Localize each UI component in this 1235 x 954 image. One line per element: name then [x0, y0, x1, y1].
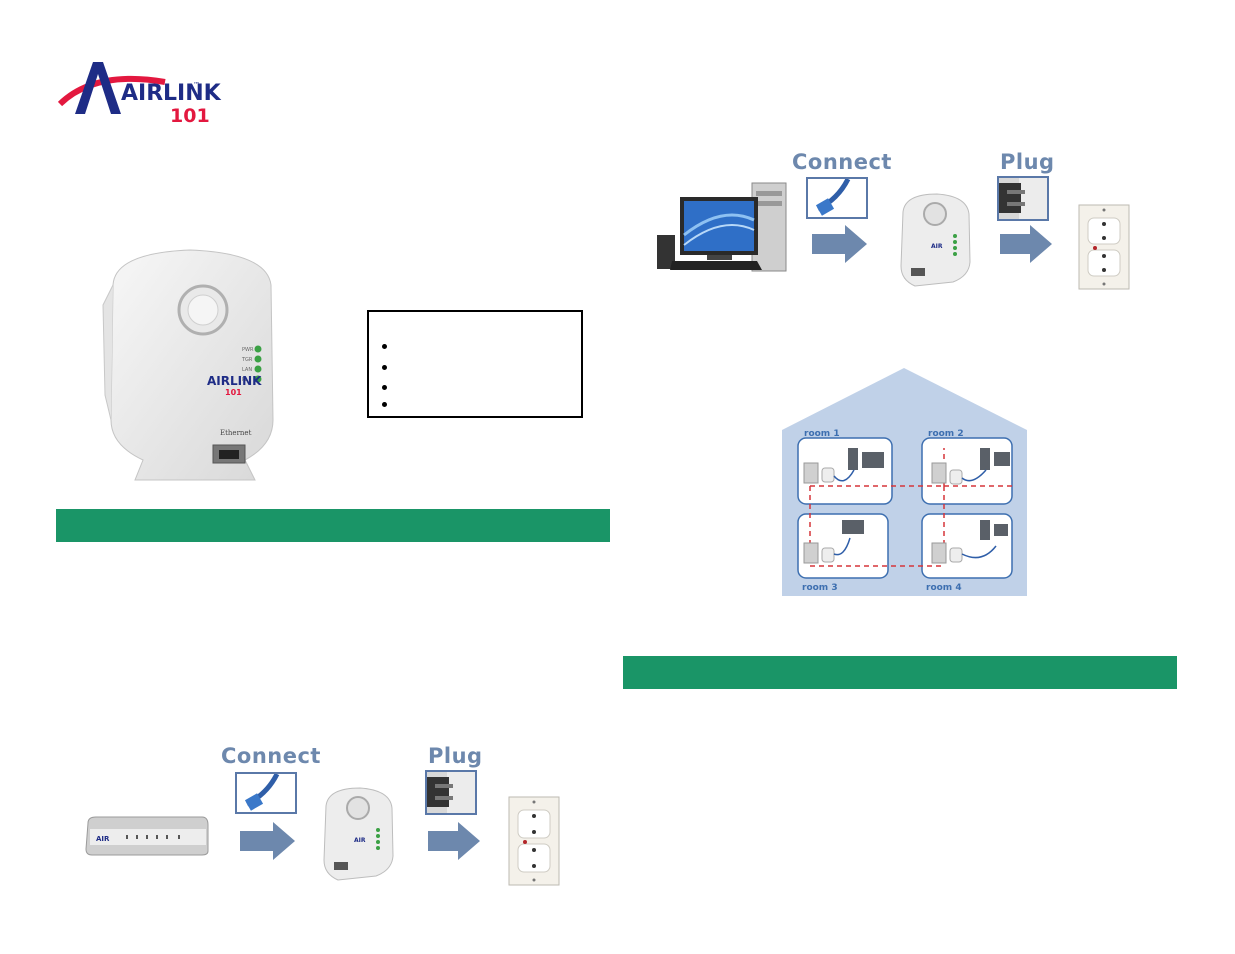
svg-text:PL: PL: [242, 377, 248, 383]
logo-air-text: AIR: [121, 81, 163, 106]
wall-outlet-image: [1078, 204, 1130, 290]
checklist-bullet: [382, 365, 387, 370]
plug-step-label: Plug: [428, 744, 483, 768]
svg-text:AIR: AIR: [96, 835, 110, 843]
connect-step-label: Connect: [792, 150, 892, 174]
pc-computer-image: [652, 175, 787, 275]
connect-arrow-icon: [240, 822, 295, 865]
room-2-label: room 2: [928, 429, 964, 439]
package-contents-box: [367, 310, 583, 418]
router-image: AIR: [82, 815, 212, 857]
plug-photo-icon: [425, 770, 477, 815]
wall-outlet-image: [508, 796, 560, 886]
home-network-diagram: room 1 room 2 room 3 room 4: [782, 368, 1027, 598]
plug-arrow-icon: [428, 822, 480, 865]
svg-text:TGR: TGR: [241, 357, 253, 363]
room-4-label: room 4: [926, 583, 962, 593]
room-3-label: room 3: [802, 583, 838, 593]
section-header-bar: [623, 656, 1177, 689]
svg-text:101: 101: [225, 388, 242, 397]
adapter-small-image: AIR: [895, 192, 975, 292]
svg-text:Ethernet: Ethernet: [220, 429, 252, 437]
checklist-bullet: [382, 385, 387, 390]
room-1-label: room 1: [804, 429, 840, 439]
adapter-small-image: AIR: [318, 786, 398, 886]
powerline-adapter-photo: PWR TGR LAN PL AIRLINK 101 Ethernet: [95, 245, 285, 485]
plug-arrow-icon: [1000, 225, 1052, 268]
svg-text:™: ™: [193, 81, 200, 89]
svg-text:PWR: PWR: [242, 347, 254, 353]
svg-text:AIR: AIR: [354, 837, 366, 844]
svg-text:LAN: LAN: [242, 367, 252, 373]
section-header-bar: [56, 509, 610, 542]
plug-photo-icon: [997, 176, 1049, 221]
airlink-logo: AIR LINK ™ 101: [55, 52, 225, 127]
checklist-bullet: [382, 344, 387, 349]
svg-text:AIR: AIR: [931, 243, 943, 250]
checklist-bullet: [382, 402, 387, 407]
connect-step-label: Connect: [221, 744, 321, 768]
logo-101-text: 101: [170, 105, 210, 127]
plug-step-label: Plug: [1000, 150, 1055, 174]
svg-text:AIRLINK: AIRLINK: [207, 374, 262, 388]
connect-arrow-icon: [812, 225, 867, 268]
ethernet-cable-icon: [235, 772, 297, 814]
logo-link-text: LINK: [163, 81, 222, 106]
ethernet-cable-icon: [806, 177, 868, 219]
